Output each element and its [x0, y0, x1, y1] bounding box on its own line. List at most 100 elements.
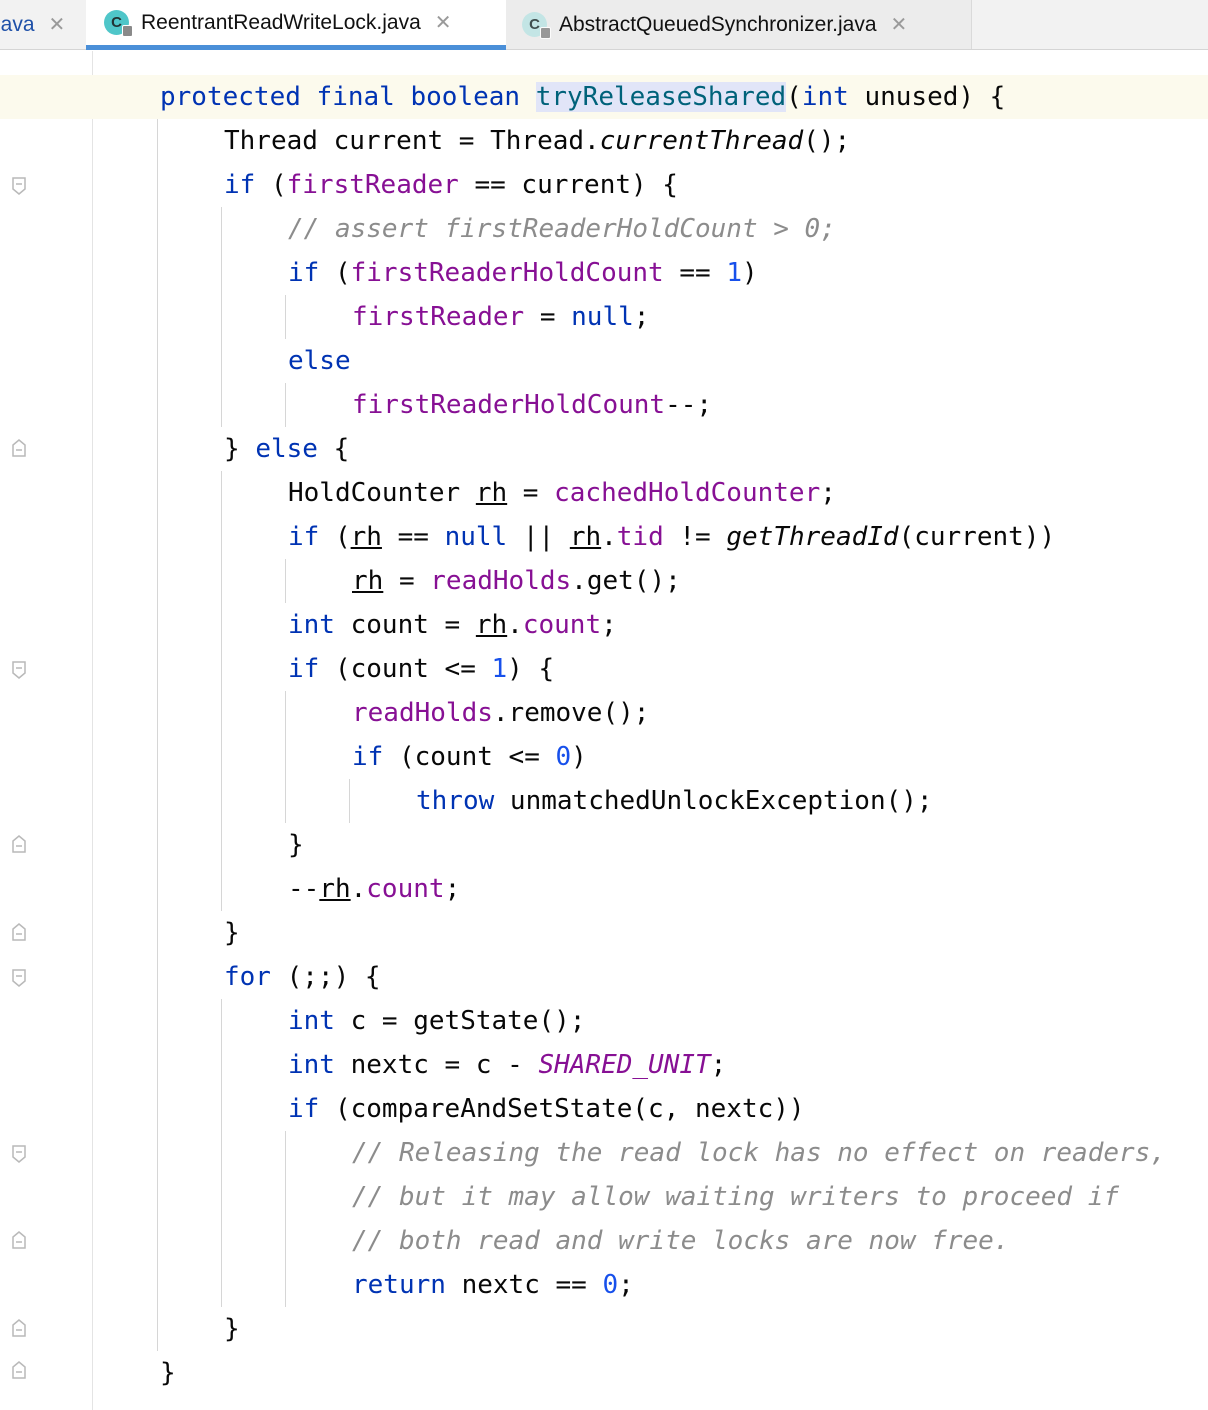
field: readHolds	[352, 698, 493, 728]
code-text: }	[224, 1314, 240, 1344]
field: firstReader	[352, 302, 525, 332]
fold-close-icon[interactable]	[12, 1231, 26, 1249]
code-line: if (count <= 1) {	[0, 647, 1208, 691]
code-text: .	[507, 610, 523, 640]
fold-close-icon[interactable]	[12, 1361, 26, 1379]
keyword: int	[288, 1006, 335, 1036]
keyword: else	[288, 346, 351, 376]
field: firstReaderHoldCount	[352, 390, 666, 420]
keyword: boolean	[410, 82, 521, 112]
code-line: }	[0, 911, 1208, 955]
comment: // both read and write locks are now fre…	[352, 1226, 1010, 1256]
fold-close-icon[interactable]	[12, 1319, 26, 1337]
code-text: (count <=	[319, 654, 492, 684]
code-line: readHolds.remove();	[0, 691, 1208, 735]
code-editor[interactable]: protected final boolean tryReleaseShared…	[0, 75, 1208, 1395]
keyword: if	[224, 170, 256, 200]
code-line: if (count <= 0)	[0, 735, 1208, 779]
code-text: (current))	[898, 522, 1056, 552]
code-line: Thread current = Thread.currentThread();	[0, 119, 1208, 163]
code-line: --rh.count;	[0, 867, 1208, 911]
tab-label: java	[0, 12, 35, 36]
code-text: ();	[803, 126, 851, 156]
code-line: throw unmatchedUnlockException();	[0, 779, 1208, 823]
code-text: nextc = c -	[334, 1050, 539, 1080]
code-text: (count <=	[383, 742, 556, 772]
keyword: protected	[160, 82, 301, 112]
code-text: }	[160, 1358, 176, 1388]
code-text: }	[288, 830, 304, 860]
code-line: return nextc == 0;	[0, 1263, 1208, 1307]
code-text: ==	[381, 522, 445, 552]
code-text: c = getState();	[334, 1006, 586, 1036]
field: firstReader	[286, 170, 459, 200]
field: readHolds	[430, 566, 572, 596]
field: tid	[616, 522, 664, 552]
code-line: // assert firstReaderHoldCount > 0;	[0, 207, 1208, 251]
code-text: =	[507, 478, 555, 508]
indent-guide	[221, 207, 222, 427]
tab-abstract-queued-synchronizer[interactable]: C AbstractQueuedSynchronizer.java ✕	[506, 0, 972, 49]
code-text: (	[319, 258, 351, 288]
code-text: (;;) {	[270, 962, 381, 992]
code-line: // both read and write locks are now fre…	[0, 1219, 1208, 1263]
code-text: }	[224, 434, 256, 464]
fold-close-icon[interactable]	[12, 835, 26, 853]
keyword: final	[316, 82, 395, 112]
tab-label: ReentrantReadWriteLock.java	[141, 10, 421, 34]
fold-open-icon[interactable]	[12, 969, 26, 987]
comment: // assert firstReaderHoldCount > 0;	[288, 214, 836, 244]
close-icon[interactable]: ✕	[890, 14, 908, 36]
code-line: // but it may allow waiting writers to p…	[0, 1175, 1208, 1219]
tab-label: AbstractQueuedSynchronizer.java	[559, 12, 877, 36]
code-text: == current) {	[458, 170, 678, 200]
keyword: for	[224, 962, 271, 992]
code-line: if (rh == null || rh.tid != getThreadId(…	[0, 515, 1208, 559]
code-text: .get();	[571, 566, 681, 596]
close-icon[interactable]: ✕	[434, 12, 452, 34]
code-line: } else {	[0, 427, 1208, 471]
fold-close-icon[interactable]	[12, 923, 26, 941]
tab-java[interactable]: java ✕	[0, 0, 82, 49]
local-variable: rh	[569, 522, 602, 552]
class-icon: C	[104, 10, 133, 37]
close-icon[interactable]: ✕	[48, 14, 66, 36]
code-text: ||	[507, 522, 570, 552]
method-name[interactable]: tryReleaseShared	[535, 82, 787, 112]
keyword: if	[288, 654, 320, 684]
keyword: null	[444, 522, 508, 552]
code-text: !=	[663, 522, 727, 552]
code-text: (	[255, 170, 287, 200]
code-line: // Releasing the read lock has no effect…	[0, 1131, 1208, 1175]
keyword: if	[288, 1094, 320, 1124]
editor-gutter	[0, 51, 38, 1410]
keyword: if	[288, 258, 320, 288]
fold-close-icon[interactable]	[12, 439, 26, 457]
keyword: if	[288, 522, 320, 552]
indent-guide	[285, 559, 286, 603]
code-text: ==	[663, 258, 727, 288]
fold-open-icon[interactable]	[12, 1145, 26, 1163]
code-text: )	[741, 258, 758, 288]
code-line: else	[0, 339, 1208, 383]
fold-open-icon[interactable]	[12, 177, 26, 195]
tab-reentrant-read-write-lock[interactable]: C ReentrantReadWriteLock.java ✕	[86, 0, 506, 50]
code-text: ;	[444, 874, 461, 904]
static-method-call: getThreadId	[726, 522, 899, 552]
field: firstReaderHoldCount	[350, 258, 664, 288]
code-line: if (compareAndSetState(c, nextc))	[0, 1087, 1208, 1131]
indent-guide	[349, 779, 350, 823]
code-text: .remove();	[492, 698, 650, 728]
fold-open-icon[interactable]	[12, 661, 26, 679]
code-line: int c = getState();	[0, 999, 1208, 1043]
code-text: count =	[334, 610, 476, 640]
code-text: ;	[618, 1270, 634, 1300]
code-line: }	[0, 823, 1208, 867]
code-line: firstReader = null;	[0, 295, 1208, 339]
indent-guide	[285, 1131, 286, 1307]
code-text: )	[571, 742, 587, 772]
keyword: return	[352, 1270, 446, 1300]
keyword: int	[801, 82, 849, 112]
static-constant: SHARED_UNIT	[538, 1050, 711, 1080]
local-variable: rh	[319, 874, 351, 904]
